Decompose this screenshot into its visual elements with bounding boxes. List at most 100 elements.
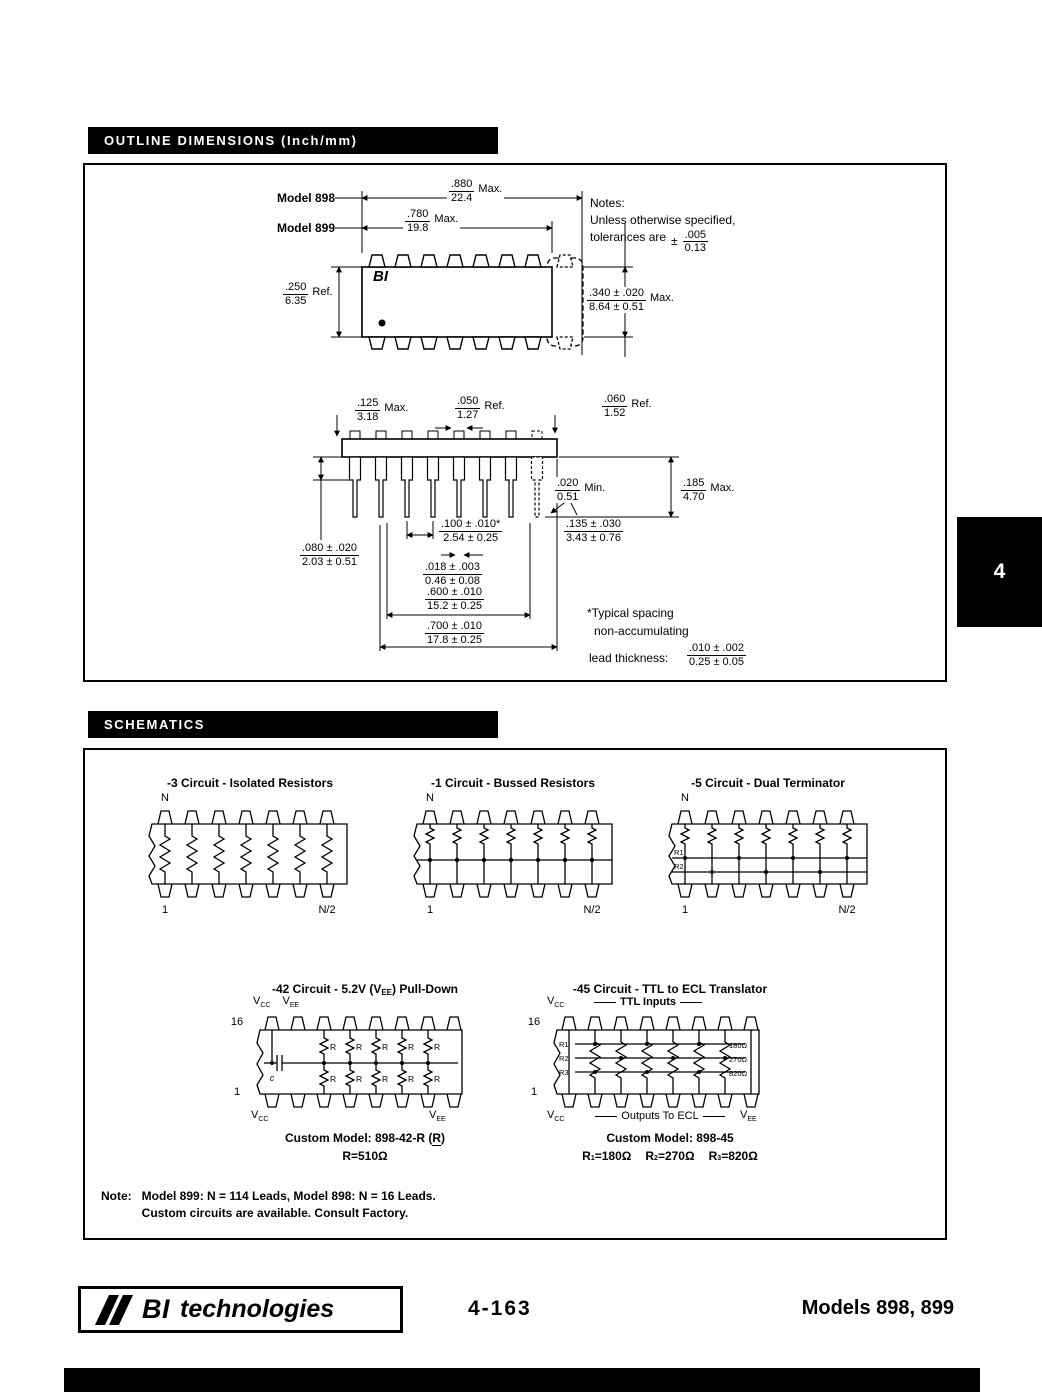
pin1-index-dot xyxy=(378,319,386,327)
note-line2: Custom circuits are available. Consult F… xyxy=(141,1206,409,1221)
circuit45-title: -45 Circuit - TTL to ECL Translator xyxy=(572,982,768,996)
ttl-inputs-label: TTL Inputs xyxy=(590,996,706,1008)
dip-pin-dashed xyxy=(556,336,574,350)
circuit45-pin-1: 1 xyxy=(530,1086,538,1098)
brand-logo-box: BI technologies xyxy=(78,1286,403,1333)
circuit45-pin-16: 16 xyxy=(527,1016,541,1028)
circuit3-title: -3 Circuit - Isolated Resistors xyxy=(166,776,334,790)
r2-label: R2 xyxy=(559,1054,569,1063)
note-block: Note: Model 899: N = 114 Leads, Model 89… xyxy=(101,1188,436,1223)
notes-line1: Unless otherwise specified, xyxy=(590,212,736,227)
r3-value: R3=820Ω xyxy=(708,1149,758,1163)
schematics-header-label: SCHEMATICS xyxy=(104,717,205,732)
circuit3-pin-1: 1 xyxy=(161,904,169,916)
lead-thickness-label: lead thickness: xyxy=(589,651,669,665)
brand-bi: BI xyxy=(142,1294,170,1324)
footnote-typical-spacing: *Typical spacing xyxy=(587,606,674,620)
outputs-to-ecl-label: Outputs To ECL xyxy=(580,1110,740,1122)
page-number: 4-163 xyxy=(468,1297,532,1320)
bi-technologies-logo-icon xyxy=(95,1294,133,1325)
dip-top-view xyxy=(361,254,584,350)
notes-title: Notes: xyxy=(590,196,625,210)
outline-header-label: OUTLINE DIMENSIONS (Inch/mm) xyxy=(104,133,358,148)
note-lines: Model 899: N = 114 Leads, Model 898: N =… xyxy=(142,1188,436,1223)
circuit42-r-value: R=510Ω xyxy=(342,1149,388,1163)
plus-minus: ± xyxy=(671,233,678,248)
capacitor-label: c xyxy=(270,1073,275,1083)
ohm-820-label: 820Ω xyxy=(729,1069,748,1078)
svg-text:R: R xyxy=(382,1042,388,1052)
models-label: Models 898, 899 xyxy=(801,1297,954,1319)
circuit1-pin-1: 1 xyxy=(426,904,434,916)
svg-text:R: R xyxy=(356,1074,362,1084)
svg-text:R: R xyxy=(382,1074,388,1084)
svg-text:R: R xyxy=(408,1042,414,1052)
circuit3-pin-n: N xyxy=(161,792,169,804)
model-898-label: Model 898 xyxy=(235,191,335,205)
circuit5-title: -5 Circuit - Dual Terminator xyxy=(691,776,845,790)
resistor-label: R xyxy=(330,1042,336,1052)
circuit5-schematic: R1 R2 xyxy=(668,810,868,898)
chapter-tab: 4 xyxy=(957,517,1042,627)
r2-bus-label: R2 xyxy=(674,862,684,871)
dim-100: .100 ± .010*2.54 ± 0.25 xyxy=(437,518,505,545)
circuit1-pin-n2: N/2 xyxy=(583,904,601,916)
top-view-dimension-lines xyxy=(331,191,633,357)
side-view-dimension-lines xyxy=(313,415,679,651)
circuit45-r-values: R1=180Ω R2=270Ω R3=820Ω xyxy=(520,1149,820,1163)
note-label: Note: xyxy=(101,1189,132,1203)
circuit42-pin-1: 1 xyxy=(233,1086,241,1098)
circuit45-schematic: R1 R2 R3 180Ω 270Ω 820Ω xyxy=(553,1016,760,1108)
r3-label: R3 xyxy=(559,1068,569,1077)
svg-text:R: R xyxy=(434,1074,440,1084)
ohm-180-label: 180Ω xyxy=(729,1041,748,1050)
circuit1-schematic xyxy=(413,810,613,898)
dip-pin-dashed xyxy=(556,254,574,268)
circuit3-schematic xyxy=(148,810,348,898)
circuit5-pin-n2: N/2 xyxy=(838,904,856,916)
notes-block: Notes: Unless otherwise specified, toler… xyxy=(590,195,735,255)
schematics-panel: -3 Circuit - Isolated Resistors -1 Circu… xyxy=(83,748,947,1240)
model-899-label: Model 899 xyxy=(235,221,335,235)
outline-drawing xyxy=(313,191,679,651)
r1-value: R1=180Ω xyxy=(582,1149,632,1163)
outline-section-header: OUTLINE DIMENSIONS (Inch/mm) xyxy=(88,127,498,154)
r2-value: R2=270Ω xyxy=(645,1149,695,1163)
bottom-rule xyxy=(64,1368,980,1392)
circuit42-title: -42 Circuit - 5.2V (VEE) Pull-Down xyxy=(271,982,459,997)
circuit1-title: -1 Circuit - Bussed Resistors xyxy=(430,776,596,790)
svg-text:R: R xyxy=(434,1042,440,1052)
circuit45-custom-model: Custom Model: 898-45 xyxy=(606,1131,734,1145)
circuit1-pin-n: N xyxy=(426,792,434,804)
svg-text:R: R xyxy=(408,1074,414,1084)
r1-bus-label: R1 xyxy=(674,848,684,857)
note-line1: Model 899: N = 114 Leads, Model 898: N =… xyxy=(141,1189,436,1203)
r1-label: R1 xyxy=(559,1040,569,1049)
circuit42-custom-model: Custom Model: 898-42-R (R) xyxy=(284,1131,446,1146)
